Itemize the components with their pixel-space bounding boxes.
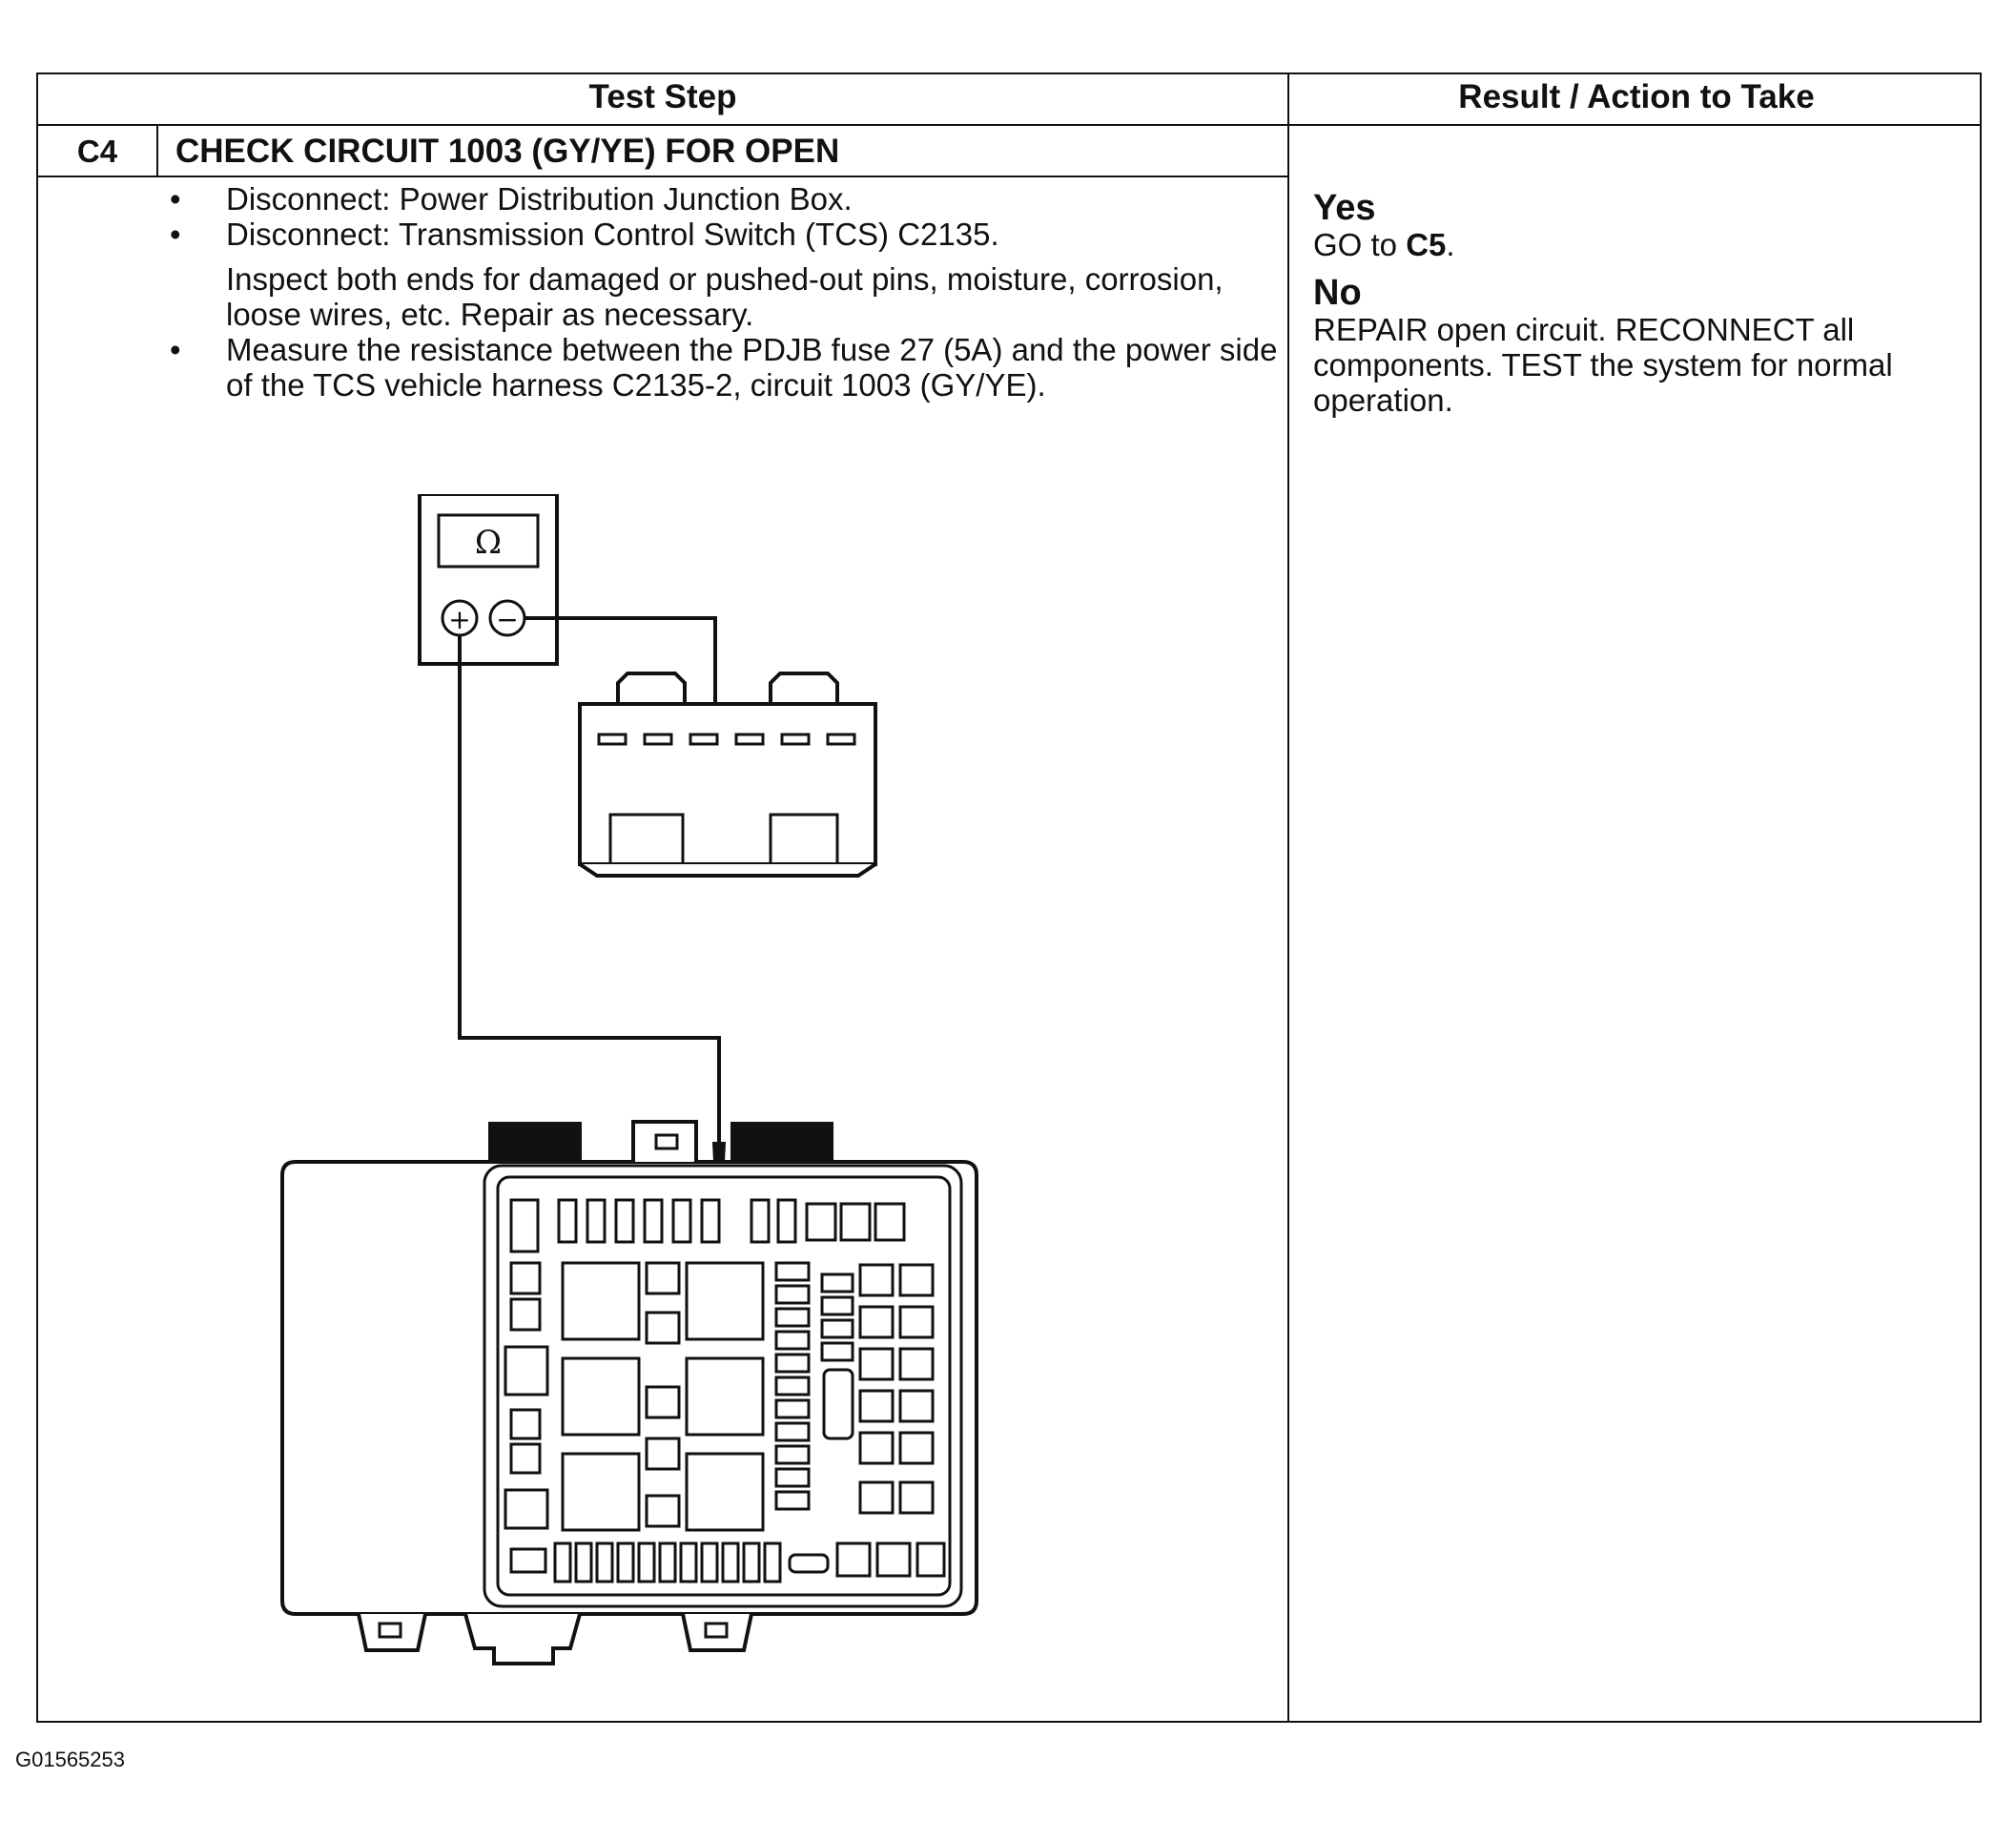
header-result: Result / Action to Take — [1458, 78, 1815, 115]
negative-test-lead — [525, 616, 717, 723]
bullet-icon: • — [170, 181, 181, 217]
no-action: REPAIR open circuit. RECONNECT all compo… — [1313, 312, 1893, 418]
minus-terminal-icon: − — [496, 604, 518, 635]
step-title: CHECK CIRCUIT 1003 (GY/YE) FOR OPEN — [175, 133, 840, 170]
divider-step-title — [38, 176, 1289, 177]
ohm-symbol: Ω — [475, 524, 502, 562]
list-item: •Measure the resistance between the PDJB… — [170, 332, 1278, 403]
yes-heading: Yes — [1313, 188, 1376, 228]
junction-box-icon — [280, 1120, 978, 1665]
plus-terminal-icon: + — [448, 604, 470, 635]
test-step-table: Test Step Result / Action to Take C4 CHE… — [36, 72, 1982, 1723]
figure-id: G01565253 — [15, 1748, 125, 1771]
yes-target-link[interactable]: C5 — [1406, 227, 1447, 262]
connector-c2135-icon — [578, 672, 877, 878]
yes-action: GO to C5. — [1313, 227, 1455, 262]
bullet-icon: • — [170, 217, 181, 252]
test-illustration: Ω + − — [280, 494, 978, 1665]
result-column: Yes GO to C5. No REPAIR open circuit. RE… — [1313, 181, 1971, 429]
inspect-note: Inspect both ends for damaged or pushed-… — [226, 261, 1224, 332]
instructions: •Disconnect: Power Distribution Junction… — [38, 181, 1278, 403]
divider-step-id — [156, 124, 158, 177]
positive-test-lead — [458, 635, 721, 1152]
divider-header — [38, 124, 1980, 126]
bullet-icon: • — [170, 332, 181, 367]
list-item: •Disconnect: Power Distribution Junction… — [170, 181, 853, 217]
no-heading: No — [1313, 273, 1362, 313]
list-item: •Disconnect: Transmission Control Switch… — [170, 217, 999, 252]
step-id: C4 — [76, 134, 118, 169]
header-test-step: Test Step — [588, 78, 737, 115]
divider-columns — [1287, 74, 1289, 1723]
ohmmeter-icon: Ω + − — [418, 494, 559, 666]
